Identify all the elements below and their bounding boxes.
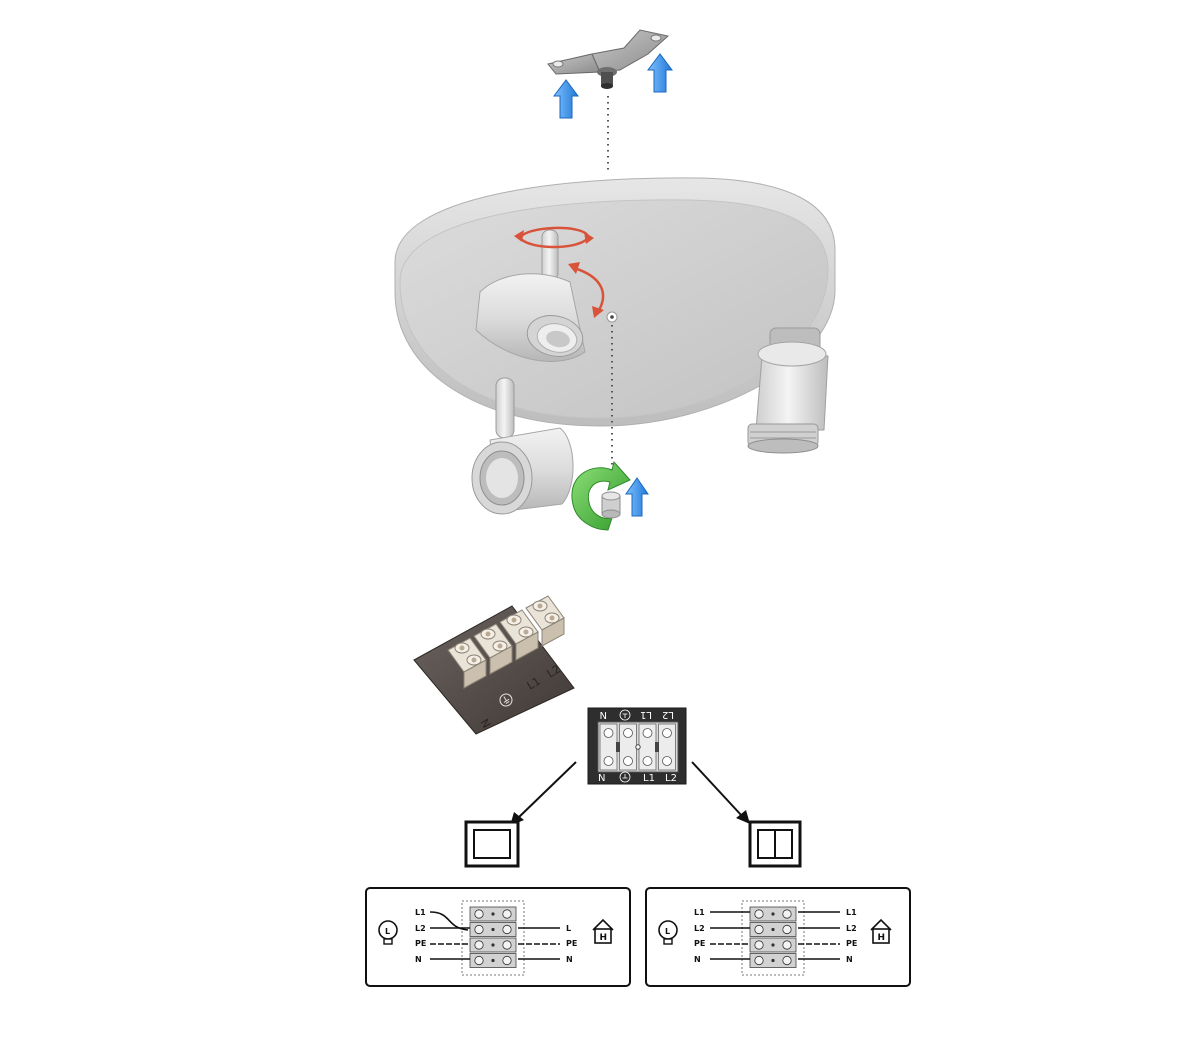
lamp-icon-label: L (385, 927, 390, 936)
right-lamp-label-l1: L1 (694, 908, 705, 917)
schematic-top-l2: L2 (662, 709, 674, 720)
terminal-clamp (525, 595, 565, 647)
arrow-to-single-switch (510, 761, 577, 826)
house-icon-label: H (600, 933, 608, 943)
terminal-block-photo: N L1 L2 (413, 595, 575, 735)
wiring-diagram-single: L H L1 L2 PE N L PE N (365, 887, 631, 987)
right-lamp-label-l2: L2 (694, 924, 705, 933)
spotlight-right (747, 327, 829, 454)
spotlight-lower (471, 377, 574, 515)
right-house-label-pe: PE (846, 939, 857, 948)
schematic-top-l1: L1 (640, 709, 652, 720)
right-lamp-label-pe: PE (694, 939, 705, 948)
lamp-icon-label: L (665, 927, 670, 936)
left-house-label-n: N (566, 955, 573, 964)
terminal-clamp (447, 637, 487, 689)
cover-cap (601, 491, 621, 519)
lift-arrow-left (553, 79, 579, 119)
schematic-bottom-l1: L1 (643, 773, 655, 784)
left-lamp-label-l2: L2 (415, 924, 426, 933)
single-rocker-switch-icon (464, 820, 520, 868)
rotate-arrow-horizontal-icon (514, 226, 594, 249)
right-house-label-l2: L2 (846, 924, 857, 933)
house-icon-label: H (878, 933, 886, 943)
rotate-arrow-green-icon (571, 460, 631, 531)
schematic-bottom-l2: L2 (665, 773, 677, 784)
schematic-top-earth-icon (619, 709, 631, 721)
house-icon: H (592, 918, 614, 944)
earth-ground-icon (499, 693, 513, 707)
tilt-arrow-icon (568, 262, 605, 318)
wiring-diagram-double: L H L1 L2 PE N L1 L2 PE N (645, 887, 911, 987)
ceiling-canopy (394, 177, 836, 427)
left-house-label-pe: PE (566, 939, 577, 948)
right-lamp-label-n: N (694, 955, 701, 964)
double-rocker-switch-icon (748, 820, 802, 868)
spotlight-upper (475, 229, 586, 362)
photo-label-l2: L2 (545, 663, 563, 681)
left-house-label-l: L (566, 924, 571, 933)
terminal-clamp (499, 609, 539, 661)
arrow-to-double-switch (691, 761, 750, 824)
lift-arrow-cap (625, 477, 649, 517)
schematic-bottom-n: N (598, 773, 605, 784)
lamp-icon: L (378, 920, 398, 945)
schematic-top-n: N (600, 709, 607, 720)
right-house-label-l1: L1 (846, 908, 857, 917)
terminal-clamp (473, 623, 513, 675)
photo-label-l1: L1 (525, 675, 543, 693)
house-icon: H (870, 918, 892, 944)
left-lamp-label-pe: PE (415, 939, 426, 948)
terminal-block-diagram: N L1 L2 N L1 L2 (587, 707, 687, 785)
lamp-icon: L (658, 920, 678, 945)
schematic-bottom-earth-icon (619, 771, 631, 783)
left-lamp-label-l1: L1 (415, 908, 426, 917)
mounting-bracket (547, 29, 670, 89)
lift-arrow-right (647, 53, 673, 93)
left-lamp-label-n: N (415, 955, 422, 964)
right-house-label-n: N (846, 955, 853, 964)
